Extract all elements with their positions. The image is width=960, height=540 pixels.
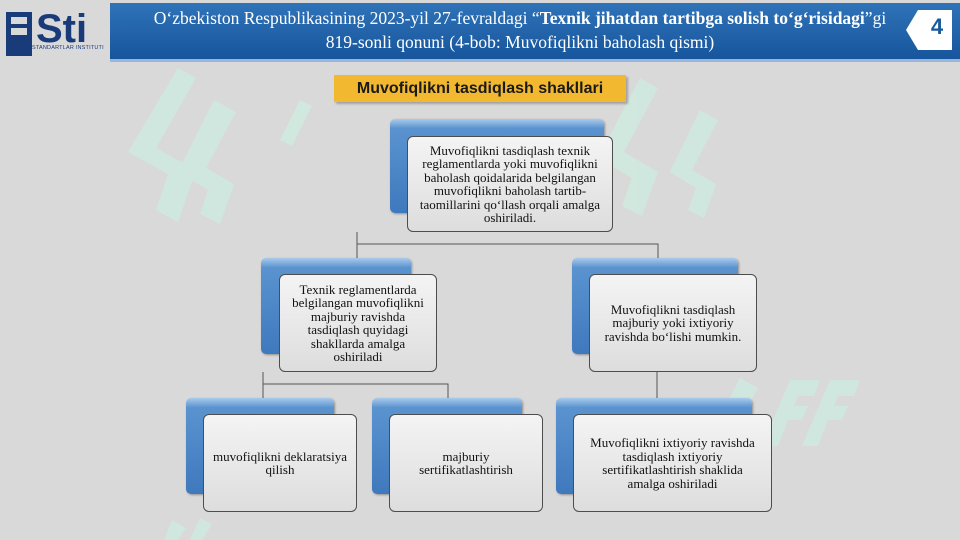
title-banner — [110, 3, 960, 59]
root-text: Muvofiqlikni tasdiqlash texnik reglament… — [407, 136, 613, 232]
section-subtitle: Muvofiqlikni tasdiqlash shakllari — [334, 75, 626, 102]
sti-logo: Sti — [6, 7, 87, 56]
title-part-2: ”gi 819-sonli qonuni (4-bob: Muvofiqlikn… — [325, 8, 887, 52]
header: Sti STANDARTLAR INSTITUTI O‘zbekiston Re… — [0, 0, 960, 64]
page-number: 4 — [930, 14, 944, 39]
title-bold-part: Texnik jihatdan tartibga solish to‘g‘ris… — [539, 8, 865, 28]
title-part-1: O‘zbekiston Respublikasining 2023-yil 27… — [153, 8, 540, 28]
forms-text: Muvofiqlikni tasdiqlash majburiy yoki ix… — [589, 274, 757, 372]
logo-caption: STANDARTLAR INSTITUTI — [32, 45, 104, 51]
connector-root — [356, 232, 659, 259]
declaration-text: muvofiqlikni deklaratsiya qilish — [203, 414, 357, 512]
mandatory-text: Texnik reglamentlarda belgilangan muvofi… — [279, 274, 437, 372]
slide-title: O‘zbekiston Respublikasining 2023-yil 27… — [150, 6, 890, 54]
certification-text: majburiy sertifikatlashtirish — [389, 414, 543, 512]
page-number-tab — [906, 10, 952, 50]
connector-left — [262, 372, 449, 399]
subtitle-text: Muvofiqlikni tasdiqlash shakllari — [356, 80, 604, 97]
voluntary-text: Muvofiqlikni ixtiyoriy ravishda tasdiqla… — [573, 414, 772, 512]
banner-underline — [110, 59, 960, 62]
logo-mark: Sti — [36, 7, 87, 51]
